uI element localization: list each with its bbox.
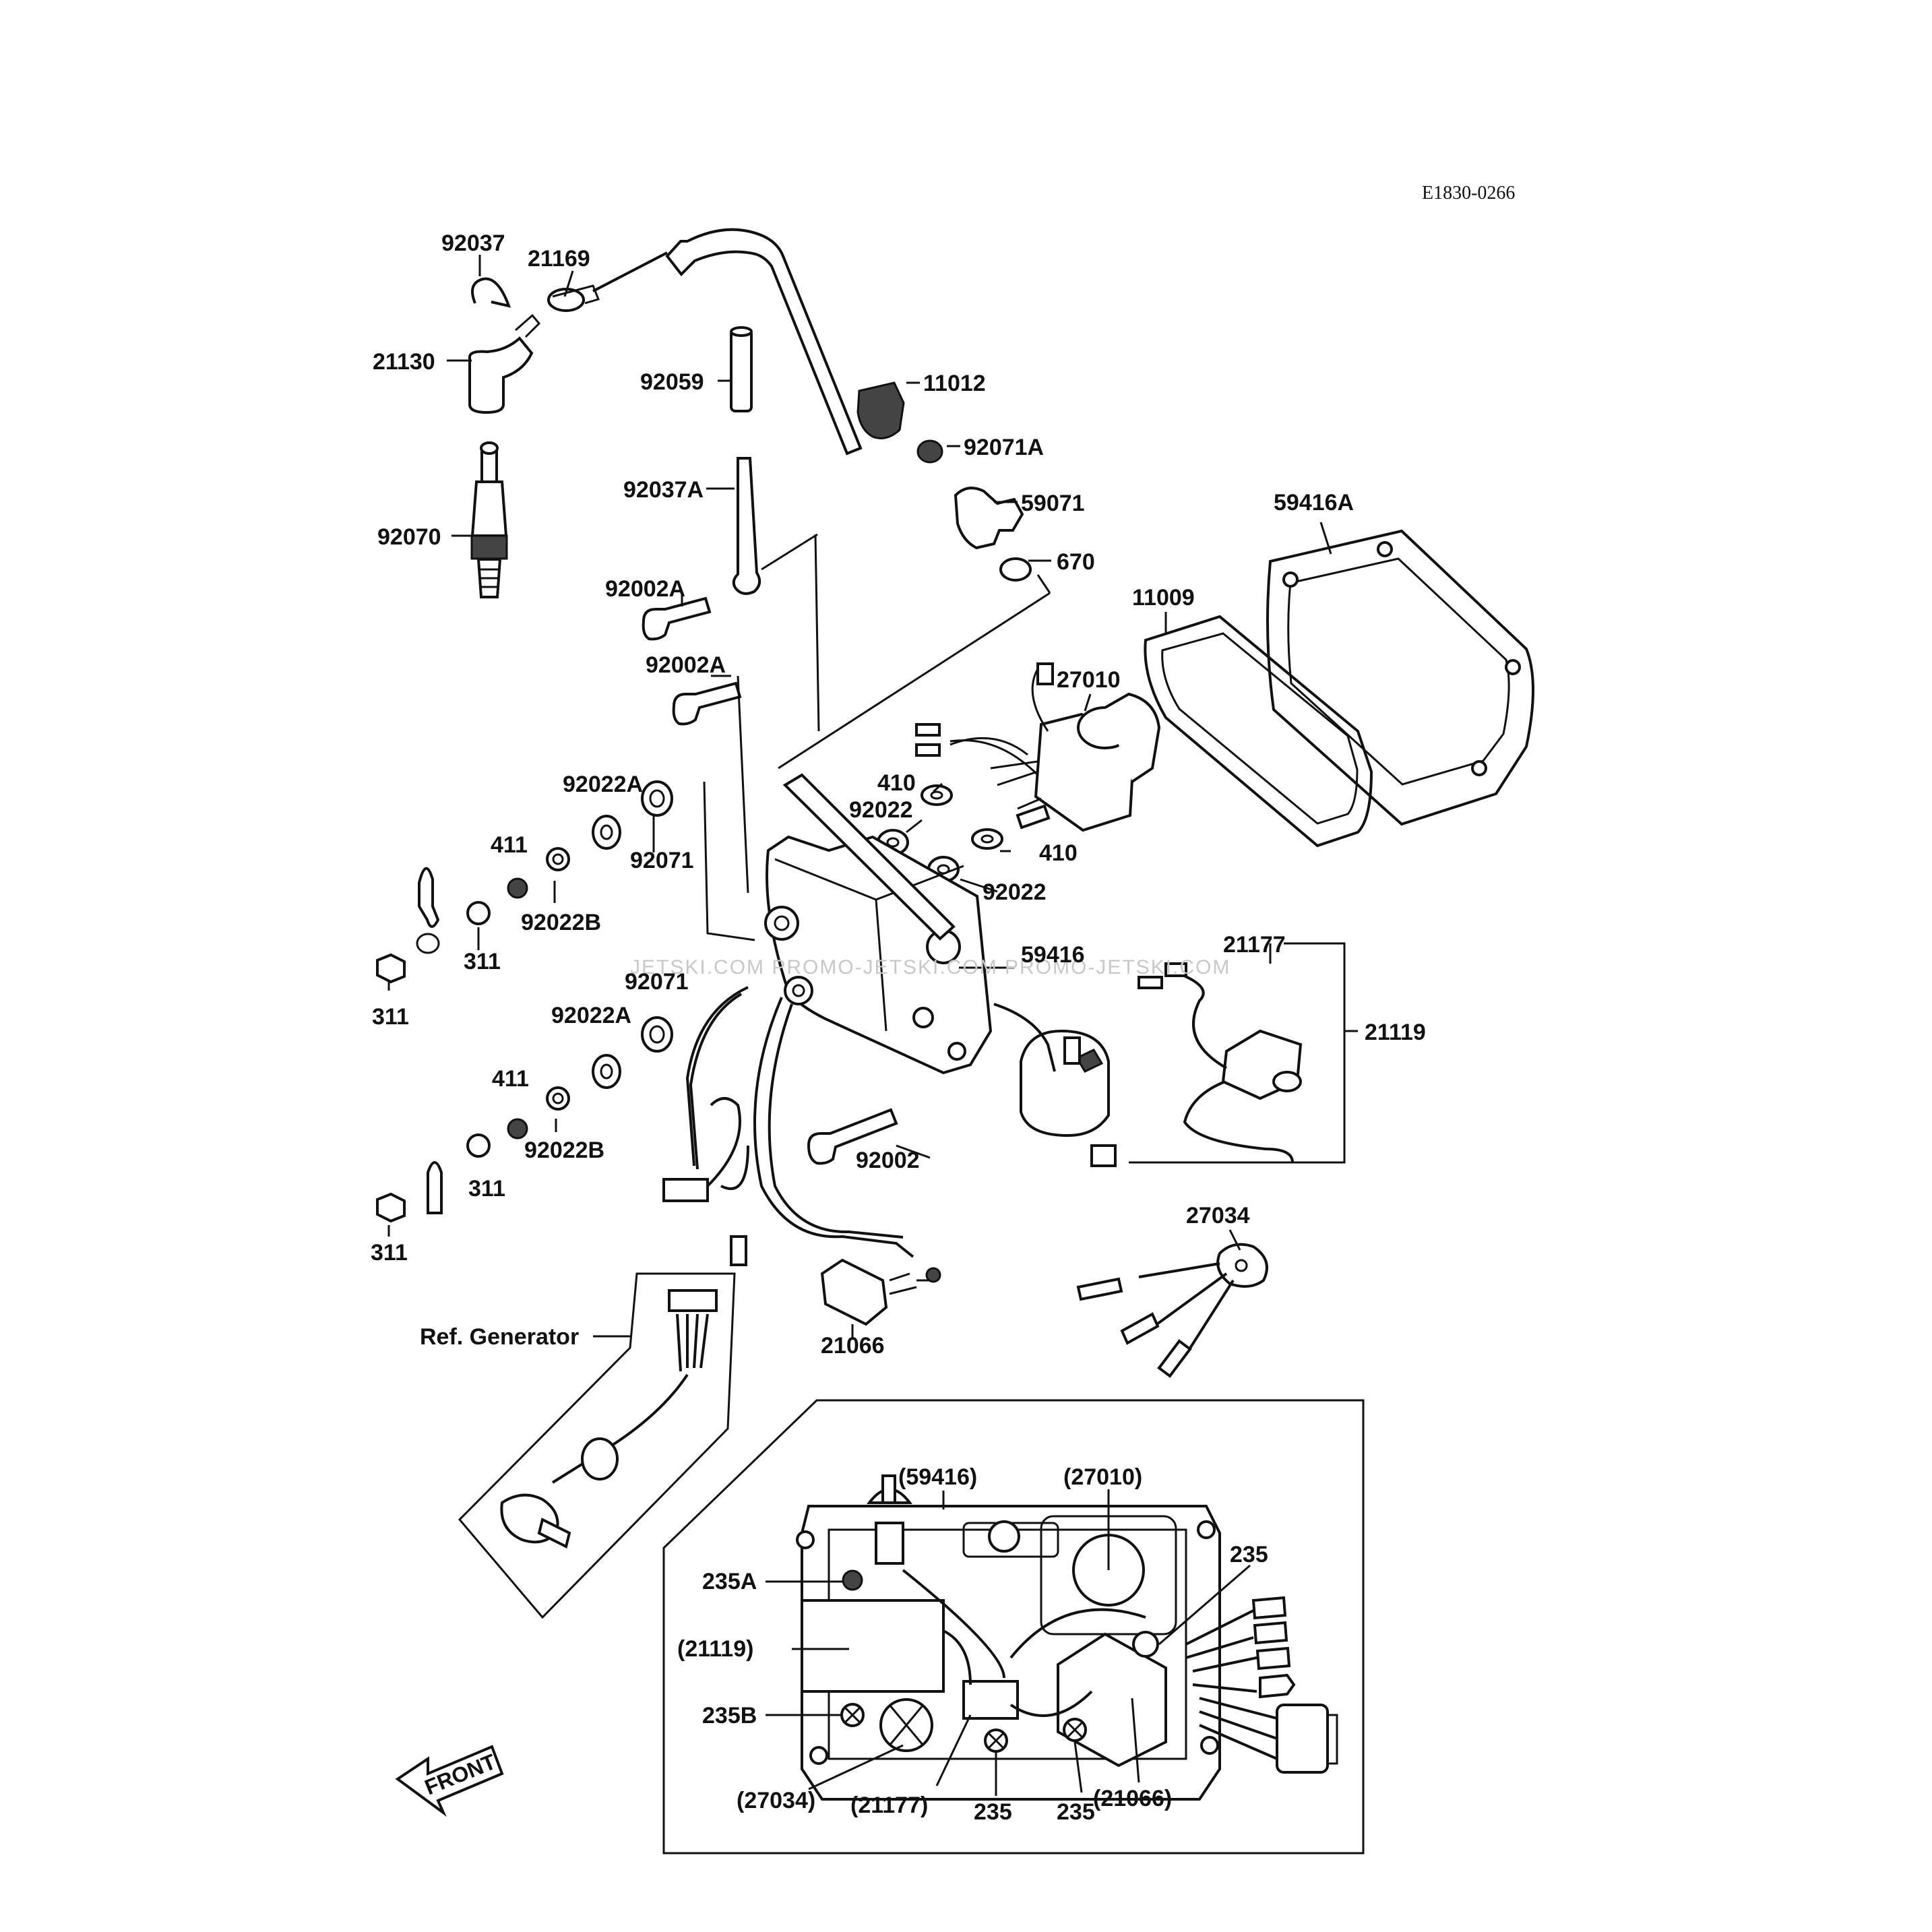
- part-label: 21177: [1223, 932, 1286, 958]
- part-label: 92002: [856, 1148, 920, 1173]
- part-label: 92022: [849, 797, 913, 823]
- part-label: 311: [468, 1176, 505, 1202]
- part-label: 11009: [1132, 585, 1195, 611]
- diagram-code: E1830-0266: [1422, 183, 1515, 204]
- inset-label: 235: [974, 1799, 1012, 1825]
- part-labels: 92037 21169 21130 92059 11012 92071A 920…: [371, 230, 1426, 1359]
- part-label: 11012: [923, 371, 986, 396]
- part-label: 670: [1057, 549, 1095, 575]
- part-label: 311: [372, 1004, 409, 1030]
- part-label: 92022: [983, 879, 1047, 905]
- part-label: 92037: [441, 230, 505, 256]
- sensor-27034: [1076, 1243, 1268, 1378]
- part-label: 92070: [377, 524, 441, 550]
- inset-label: 235B: [702, 1703, 757, 1728]
- inset-label: (21119): [677, 1636, 753, 1662]
- part-label: 59071: [1021, 491, 1085, 516]
- generator-ref: [458, 1272, 736, 1619]
- part-label: 92037A: [623, 477, 704, 503]
- inset-label: (59416): [898, 1464, 977, 1490]
- washers-nuts: [376, 780, 673, 1223]
- electrical-case-assembly: [662, 529, 1534, 1326]
- part-label: 311: [371, 1240, 408, 1266]
- part-label: 92071A: [964, 435, 1044, 460]
- inset-label: (27010): [1063, 1464, 1142, 1490]
- spark-plug-cap-assembly: [468, 228, 905, 598]
- part-label: 410: [877, 770, 916, 796]
- part-label: 92022B: [524, 1138, 604, 1163]
- part-label: 92022B: [521, 910, 601, 935]
- part-label: 59416: [1021, 942, 1085, 968]
- part-label: 27010: [1057, 667, 1121, 693]
- part-label: 92002A: [646, 652, 726, 678]
- part-label: 410: [1039, 840, 1078, 866]
- front-arrow-icon: FRONT: [395, 1745, 504, 1817]
- inset-label: 235A: [702, 1569, 757, 1594]
- part-label: 92071: [625, 969, 689, 995]
- part-label: 92059: [640, 369, 704, 395]
- part-label: 92022A: [563, 772, 643, 797]
- part-label: 21169: [528, 246, 590, 272]
- inset-label: 235: [1057, 1799, 1095, 1825]
- part-label: 21130: [373, 349, 435, 375]
- inset-label: (27034): [737, 1788, 815, 1813]
- part-label: 21119: [1365, 1020, 1426, 1045]
- inset-label: (21066): [1093, 1786, 1172, 1811]
- part-label: 311: [464, 949, 501, 974]
- inset-label: (21177): [850, 1793, 928, 1818]
- inset-labels: (59416) (27010) 235 235A (21119) 235B (2…: [677, 1464, 1268, 1825]
- part-label: 59416A: [1274, 490, 1354, 516]
- part-label: 27034: [1186, 1203, 1250, 1228]
- part-label: 92071: [630, 848, 694, 873]
- watermark: JETSKI.COM PROMO-JETSKI.COM PROMO-JETSKI…: [630, 956, 1230, 978]
- ref-generator-label: Ref. Generator: [420, 1324, 579, 1350]
- part-label: 92002A: [605, 576, 685, 602]
- part-label: 411: [491, 832, 528, 858]
- part-label: 411: [492, 1066, 529, 1092]
- part-label: 92022A: [551, 1003, 631, 1028]
- inset-detail: [662, 1399, 1365, 1855]
- inset-label: 235: [1230, 1542, 1268, 1567]
- part-label: 21066: [821, 1333, 885, 1359]
- leader-lines: [387, 255, 1332, 1796]
